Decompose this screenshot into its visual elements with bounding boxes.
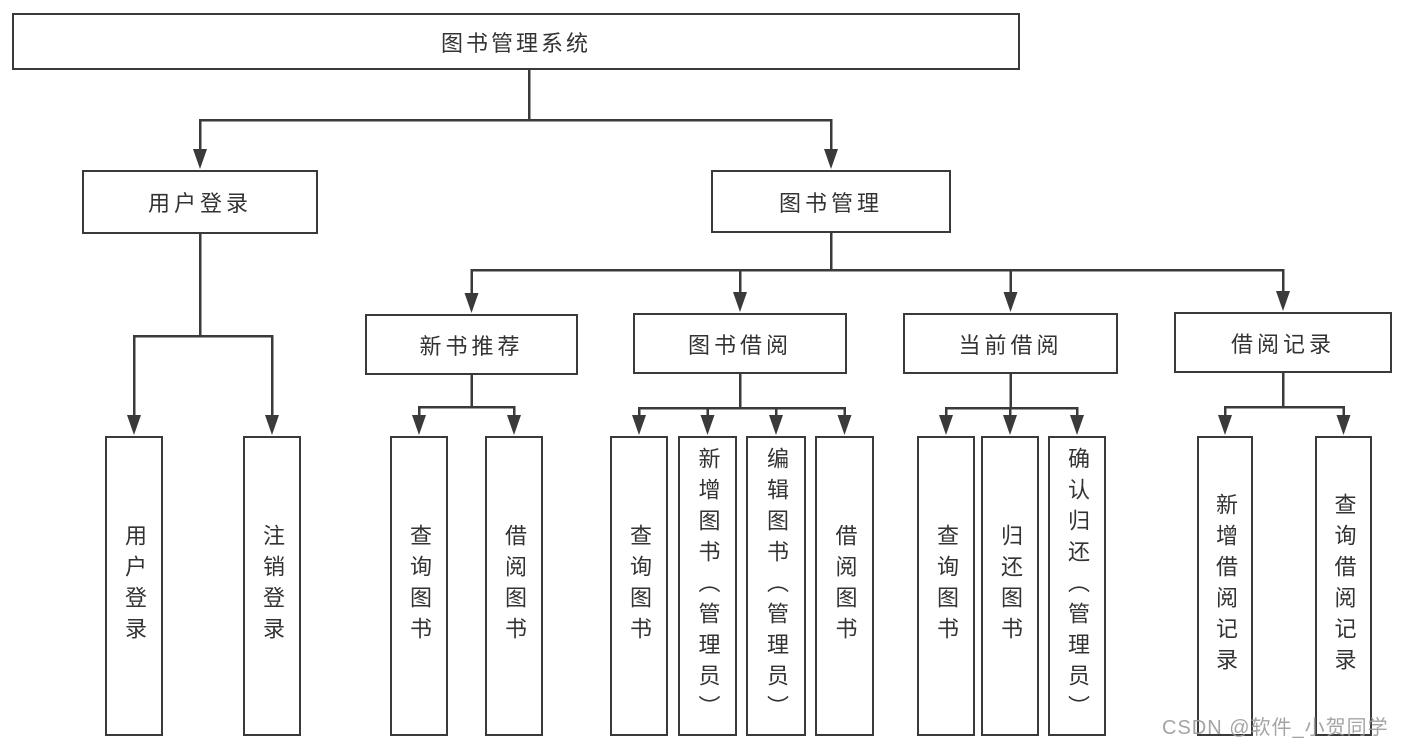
node-leaf-rec-query: 查询图书	[390, 436, 448, 736]
arrowhead-icon	[733, 292, 747, 312]
node-label: 查询图书	[627, 524, 652, 648]
node-label: 归还图书	[998, 524, 1023, 648]
node-leaf-user-login: 用户登录	[105, 436, 163, 736]
node-borrow-records: 借阅记录	[1174, 312, 1392, 373]
arrowhead-icon	[1070, 415, 1084, 435]
node-book-borrow: 图书借阅	[633, 313, 847, 374]
node-leaf-logout: 注销登录	[243, 436, 301, 736]
arrowhead-icon	[193, 149, 207, 169]
arrowhead-icon	[824, 149, 838, 169]
node-leaf-br-add: 新增借阅记录	[1197, 436, 1253, 736]
node-label: 图书管理	[778, 190, 883, 216]
node-label: 确认归还（管理员）	[1065, 446, 1090, 726]
node-label: 新增借阅记录	[1213, 493, 1238, 679]
arrowhead-icon	[700, 415, 715, 435]
node-new-book-rec: 新书推荐	[365, 314, 578, 375]
node-leaf-bb-query: 查询图书	[610, 436, 668, 736]
node-label: 查询图书	[934, 524, 959, 648]
arrowhead-icon	[507, 415, 521, 435]
arrowhead-icon	[632, 415, 646, 435]
node-leaf-rec-borrow: 借阅图书	[485, 436, 543, 736]
node-book-mgmt: 图书管理	[711, 170, 951, 233]
arrowhead-icon	[265, 415, 279, 435]
node-leaf-cb-return: 归还图书	[981, 436, 1039, 736]
node-label: 注销登录	[260, 524, 285, 648]
arrowhead-icon	[939, 415, 953, 435]
arrowhead-icon	[1336, 415, 1351, 435]
node-label: 借阅图书	[832, 524, 858, 648]
arrowhead-icon	[1003, 415, 1017, 435]
node-label: 新增图书（管理员）	[695, 446, 721, 726]
node-label: 编辑图书（管理员）	[764, 446, 789, 726]
node-label: 当前借阅	[958, 332, 1063, 358]
arrowhead-icon	[464, 293, 479, 313]
node-label: 用户登录	[147, 191, 252, 216]
watermark: CSDN @软件_小贺同学	[1162, 717, 1389, 739]
node-label: 借阅记录	[1230, 331, 1335, 357]
arrowhead-icon	[127, 415, 141, 435]
arrowhead-icon	[769, 415, 783, 435]
node-root: 图书管理系统	[12, 13, 1020, 70]
arrowhead-icon	[837, 415, 852, 435]
node-label: 借阅图书	[502, 524, 527, 648]
arrowhead-icon	[1003, 292, 1018, 312]
node-leaf-cb-query: 查询图书	[917, 436, 975, 736]
node-leaf-bb-borrow: 借阅图书	[815, 436, 874, 736]
node-label: 查询图书	[407, 524, 432, 648]
node-leaf-bb-edit: 编辑图书（管理员）	[746, 436, 806, 736]
node-user-login: 用户登录	[82, 170, 318, 234]
arrowhead-icon	[1276, 291, 1290, 311]
arrowhead-icon	[412, 415, 426, 435]
node-leaf-cb-confirm: 确认归还（管理员）	[1048, 436, 1106, 736]
node-label: 新书推荐	[419, 333, 524, 359]
node-current-borrow: 当前借阅	[903, 313, 1118, 374]
node-label: 图书管理系统	[440, 30, 591, 56]
node-label: 图书借阅	[687, 332, 792, 358]
node-leaf-br-query: 查询借阅记录	[1315, 436, 1372, 736]
node-leaf-bb-add: 新增图书（管理员）	[678, 436, 737, 736]
arrowhead-icon	[1218, 415, 1232, 435]
node-label: 用户登录	[122, 524, 147, 648]
node-label: 查询借阅记录	[1331, 493, 1357, 679]
